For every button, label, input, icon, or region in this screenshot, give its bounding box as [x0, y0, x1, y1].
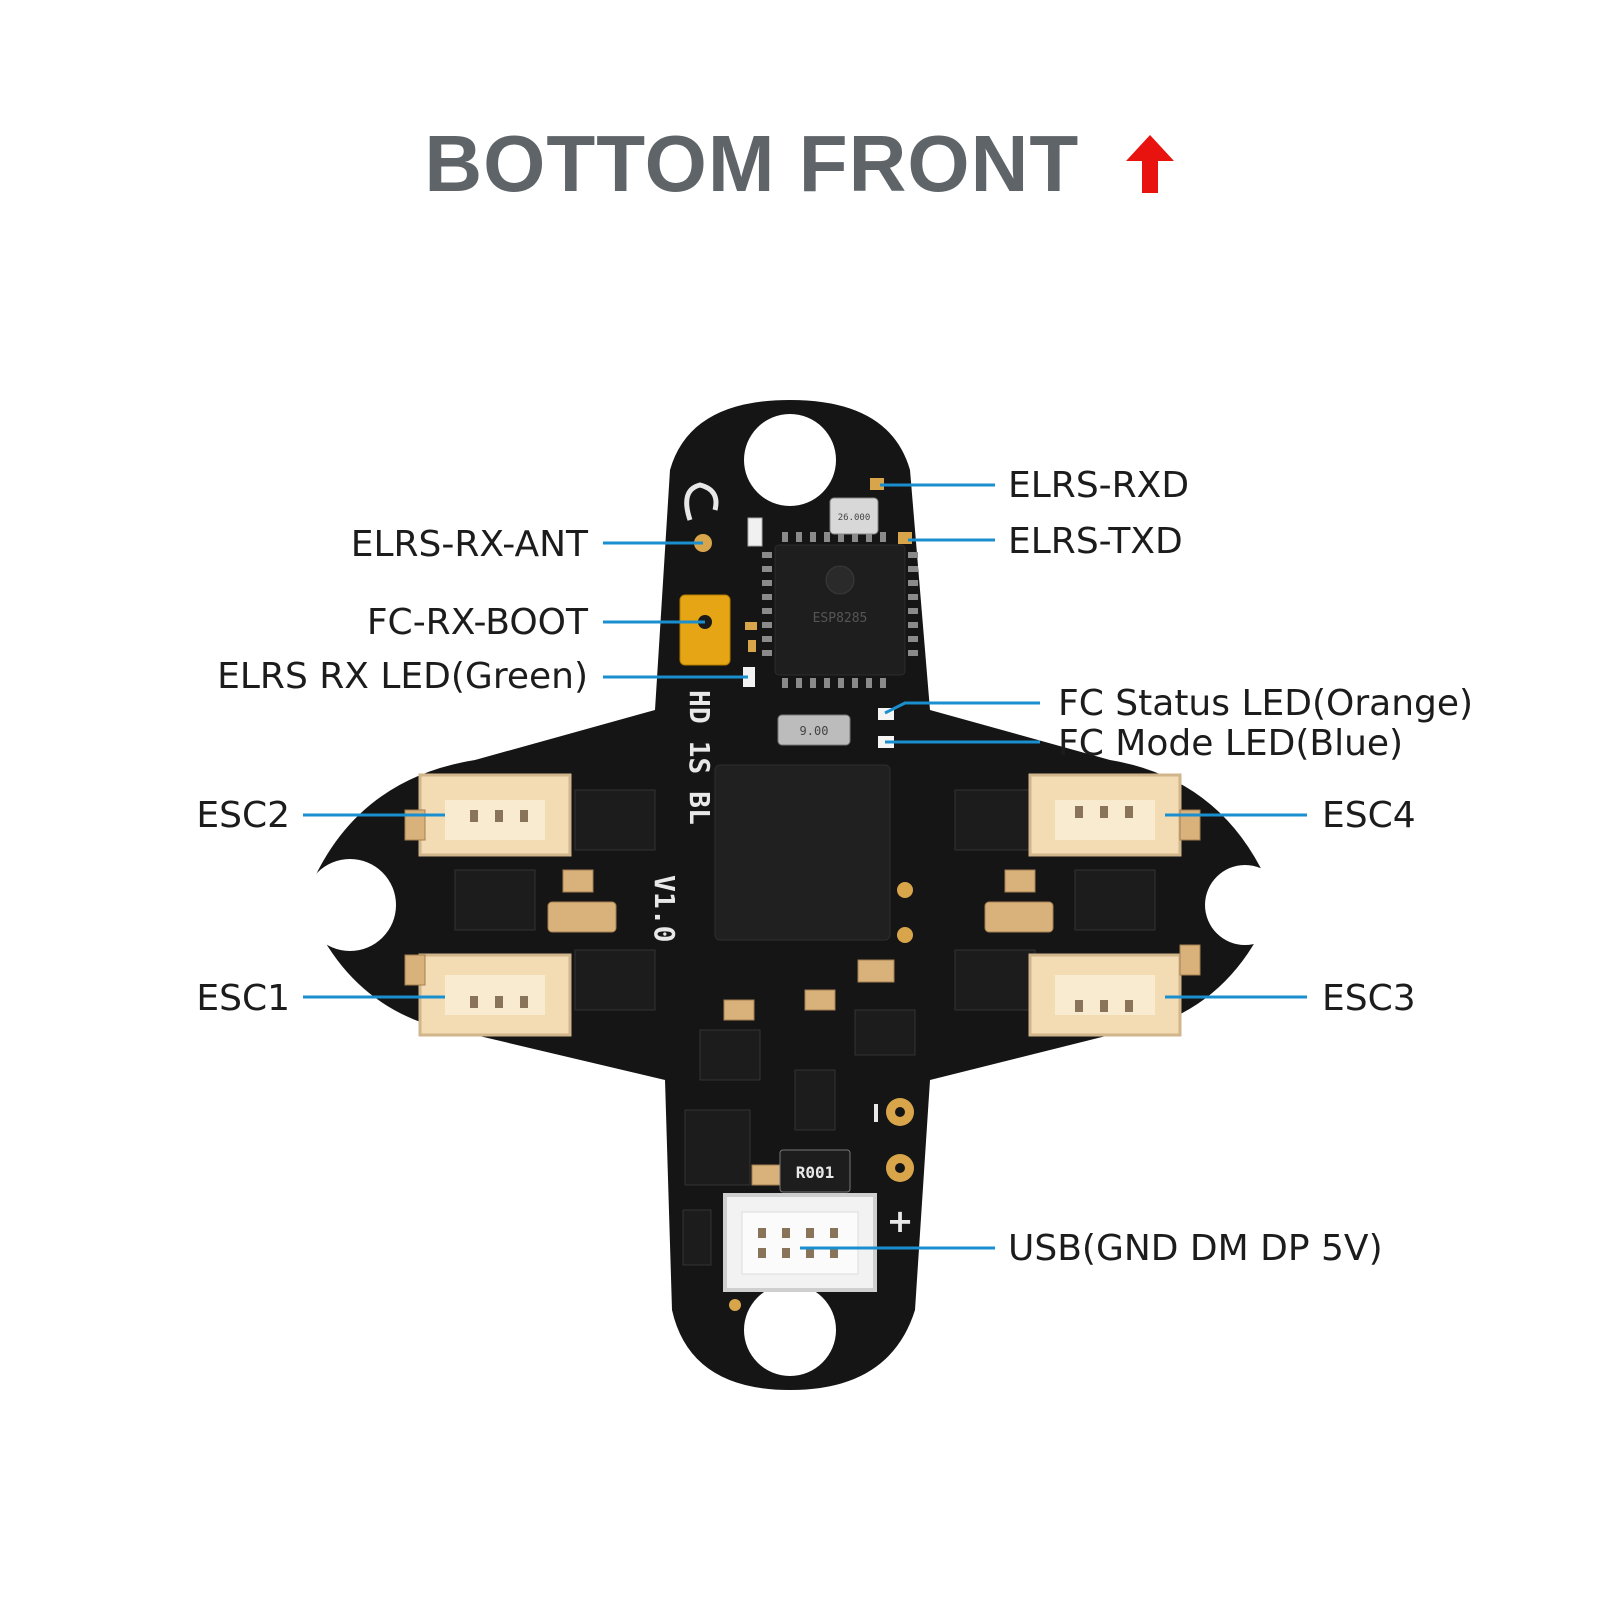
mounting-holes	[304, 414, 1285, 1376]
elrs-txd-pad	[898, 532, 912, 544]
crystal-oscillator: 26.000	[829, 497, 879, 535]
label-esc1: ESC1	[196, 978, 290, 1019]
shunt-resistor-mark: R001	[796, 1163, 835, 1182]
capacitors	[404, 809, 1201, 1186]
mcu-crystal: 9.00	[777, 714, 851, 746]
label-esc2: ESC2	[196, 795, 290, 836]
label-elrs-rxd: ELRS-RXD	[1008, 465, 1190, 506]
battery-pads	[886, 1098, 914, 1182]
small-led-white	[747, 517, 763, 547]
mcu-crystal-mark: 9.00	[800, 724, 829, 738]
label-fc-status-led: FC Status LED(Orange)	[1058, 683, 1474, 724]
fc-rx-boot-button	[679, 594, 731, 666]
elrs-chip: ESP8285	[762, 532, 918, 688]
esc2-connector	[418, 773, 572, 857]
shunt-resistor: R001	[779, 1149, 851, 1193]
label-elrs-rx-led: ELRS RX LED(Green)	[217, 656, 588, 697]
diagram-heading: BOTTOM FRONT	[0, 118, 1600, 210]
leader-fc-status-led	[884, 701, 1040, 715]
elrs-rxd-pad	[870, 478, 884, 490]
label-esc4: ESC4	[1322, 795, 1416, 836]
diagram-title: BOTTOM FRONT	[424, 119, 1080, 208]
label-usb: USB(GND DM DP 5V)	[1008, 1228, 1383, 1269]
positive-marking: +	[887, 1202, 914, 1240]
elrs-chip-mark: ESP8285	[813, 611, 868, 626]
esc4-connector	[1028, 773, 1182, 857]
esc1-connector	[418, 953, 572, 1037]
elrs-rx-led	[743, 667, 755, 687]
esc3-connector	[1028, 953, 1182, 1037]
label-elrs-txd: ELRS-TXD	[1008, 521, 1183, 562]
main-mcu	[714, 764, 891, 941]
usb-connector	[723, 1193, 877, 1292]
label-esc3: ESC3	[1322, 978, 1416, 1019]
board-version-silkscreen: V1.0	[648, 875, 681, 942]
label-elrs-rx-ant: ELRS-RX-ANT	[350, 524, 588, 565]
crystal-mark: 26.000	[838, 513, 871, 523]
leader-lines	[303, 483, 1307, 1250]
negative-marking	[874, 1104, 878, 1122]
label-fc-rx-boot: FC-RX-BOOT	[366, 602, 588, 643]
up-arrow-icon	[1125, 135, 1174, 193]
lower-chips	[682, 1009, 916, 1266]
small-passives	[729, 622, 913, 1311]
brand-logo-mark	[684, 482, 719, 521]
mosfets	[454, 789, 1156, 1011]
board-name-silkscreen: HD 1S BL	[683, 690, 716, 825]
label-fc-mode-led: FC Mode LED(Blue)	[1058, 723, 1404, 764]
